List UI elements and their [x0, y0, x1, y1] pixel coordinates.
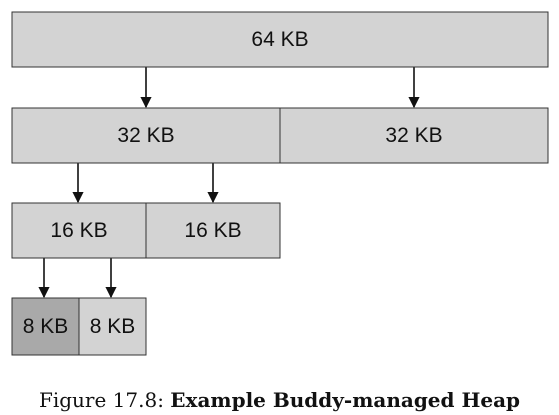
memory-block-rect [11, 297, 80, 356]
memory-block-rect [145, 202, 281, 259]
buddy-heap-diagram: 64 KB 32 KB 32 KB 16 KB 16 KB 8 KB 8 KB [11, 11, 549, 356]
memory-block-b8a: 8 KB [11, 297, 80, 356]
memory-block-label: 32 KB [385, 124, 442, 147]
memory-block-label: 32 KB [117, 124, 174, 147]
caption-prefix: Figure 17.8: [38, 388, 164, 412]
memory-block-rect [279, 107, 549, 164]
memory-block-b8b: 8 KB [78, 297, 147, 356]
memory-block-label: 16 KB [184, 219, 241, 242]
memory-block-b16b: 16 KB [145, 202, 281, 259]
memory-block-b16a: 16 KB [11, 202, 147, 259]
memory-block-label: 16 KB [50, 219, 107, 242]
memory-block-b64: 64 KB [11, 11, 549, 68]
memory-block-label: 8 KB [23, 315, 69, 338]
memory-block-rect [11, 202, 147, 259]
figure-caption: Figure 17.8: Example Buddy-managed Heap [0, 388, 559, 412]
memory-block-label: 64 KB [251, 28, 308, 51]
caption-title: Example Buddy-managed Heap [170, 388, 521, 412]
memory-block-b32b: 32 KB [279, 107, 549, 164]
memory-block-label: 8 KB [90, 315, 136, 338]
memory-block-rect [78, 297, 147, 356]
memory-block-b32a: 32 KB [11, 107, 281, 164]
memory-block-rect [11, 11, 549, 68]
